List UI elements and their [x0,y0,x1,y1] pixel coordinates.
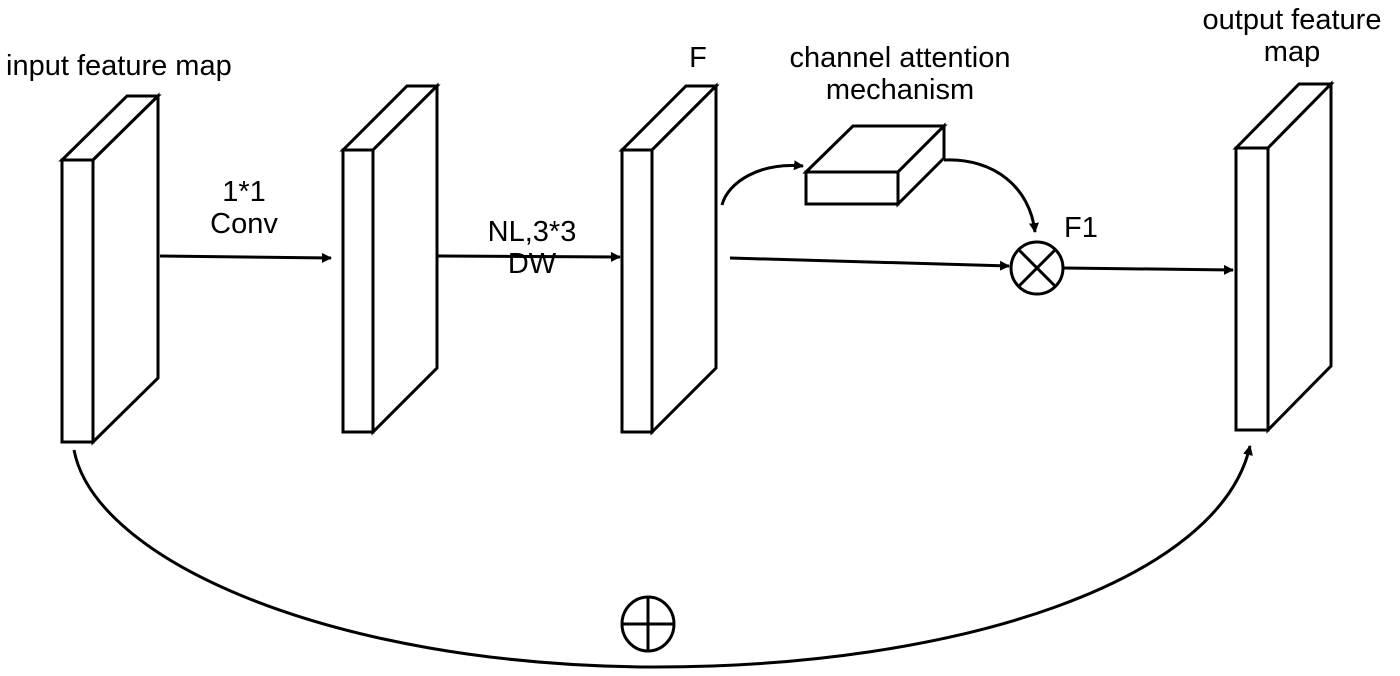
channel-attention-block [802,122,948,208]
output-feature-map-label-line1: output feature [1202,4,1382,36]
add-symbol [620,595,676,653]
channel-attention-label-line1: channel attention [789,42,1011,74]
residual-connection-arrow [72,445,1253,669]
conv-output-block [339,82,441,436]
conv-arrow [159,252,332,263]
input-feature-map-label: input feature map [6,50,232,82]
channel-attention-label: channel attention mechanism [760,42,1040,106]
to-attention-arrow [720,160,804,206]
multiply-symbol [1009,240,1065,296]
f-to-multiply-arrow [729,256,1010,271]
f1-label: F1 [1064,212,1098,244]
input-feature-map-block [58,92,162,446]
dw-label: NL,3*3 DW [462,216,602,280]
conv-label-line1: 1*1 [222,176,266,208]
dw-label-line2: DW [507,248,557,280]
conv-label-line2: Conv [210,208,278,240]
dw-arrow [437,251,621,262]
output-feature-map-label: output feature map [1188,4,1396,68]
output-feature-map-block [1232,80,1335,434]
dw-label-line1: NL,3*3 [487,216,577,248]
conv-label: 1*1 Conv [184,176,304,240]
attention-to-multiply-arrow [943,158,1039,233]
multiply-to-output-arrow [1063,264,1234,275]
f-feature-block [618,82,720,436]
channel-attention-label-line2: mechanism [825,74,975,106]
output-feature-map-label-line2: map [1263,36,1321,68]
f-label: F [689,42,707,74]
